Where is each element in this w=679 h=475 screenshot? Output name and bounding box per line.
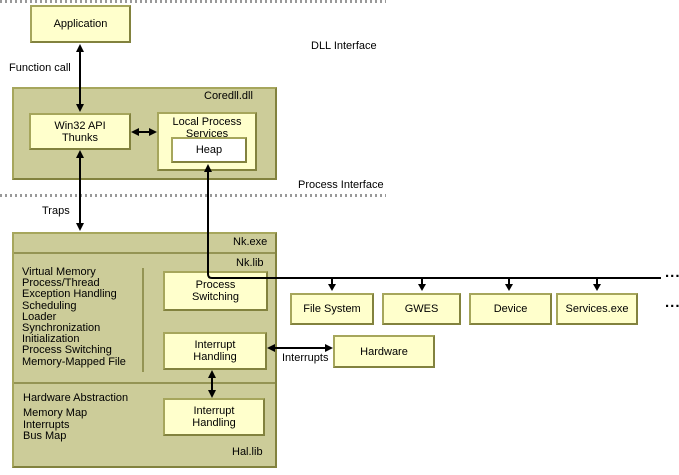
device-box: Device — [469, 293, 552, 325]
interrupt-handling-kernel-box: Interrupt Handling — [163, 332, 267, 370]
hal-functions-list: Memory Map Interrupts Bus Map — [23, 407, 88, 443]
process-switching-box: Process Switching — [163, 271, 268, 311]
bus-ellipsis: ... — [665, 264, 679, 281]
kernel-function-item: Memory-Mapped File — [22, 355, 126, 368]
kernel-functions-list: Virtual Memory Process/Thread Exception … — [22, 266, 126, 368]
hal-function-item: Bus Map — [23, 430, 67, 442]
application-box: Application — [30, 5, 131, 43]
nklib-title: Nk.lib — [236, 257, 264, 269]
nklib-column-divider — [142, 268, 144, 372]
hal-function-item: Interrupts — [23, 418, 70, 431]
function-call-label: Function call — [9, 62, 71, 74]
nkexe-title: Nk.exe — [233, 236, 268, 248]
hal-function-item: Memory Map — [23, 407, 88, 419]
bus-drop-arrow-file-system — [328, 279, 336, 291]
interrupt-handling-hal-box: Interrupt Handling — [163, 398, 265, 436]
heap-box: Heap — [171, 137, 247, 163]
dll-interface-divider — [0, 0, 386, 3]
hallib-title: Hal.lib — [232, 446, 263, 458]
kernel-function-item: Initialization — [22, 333, 80, 346]
services-exe-box: Services.exe — [556, 293, 638, 325]
nkexe-nklib-divider — [14, 252, 275, 254]
kernel-function-item: Loader — [22, 310, 57, 323]
traps-label: Traps — [42, 205, 70, 217]
kernel-function-item: Synchronization — [22, 322, 101, 335]
coredll-title: Coredll.dll — [204, 90, 253, 102]
interrupts-label: Interrupts — [282, 352, 329, 364]
kernel-function-item: Virtual Memory — [22, 266, 96, 278]
hardware-box: Hardware — [333, 335, 435, 368]
dll-interface-label: DLL Interface — [311, 40, 377, 52]
gwes-box: GWES — [382, 293, 461, 325]
kernel-function-item: Scheduling — [22, 299, 77, 312]
kernel-function-item: Process Switching — [22, 344, 112, 357]
process-interface-divider — [0, 194, 386, 197]
bus-drop-arrow-device — [505, 279, 513, 291]
win32-api-thunks-box: Win32 API Thunks — [29, 113, 131, 150]
kernel-function-item: Exception Handling — [22, 288, 117, 301]
nklib-hallib-divider — [14, 382, 275, 384]
kernel-function-item: Process/Thread — [22, 277, 100, 290]
process-interface-label: Process Interface — [298, 179, 384, 191]
file-system-box: File System — [290, 293, 374, 325]
bus-drop-arrow-gwes — [418, 279, 426, 291]
process-row-ellipsis: ... — [665, 294, 679, 311]
hardware-abstraction-label: Hardware Abstraction — [23, 392, 129, 404]
bus-drop-arrow-services — [593, 279, 601, 291]
